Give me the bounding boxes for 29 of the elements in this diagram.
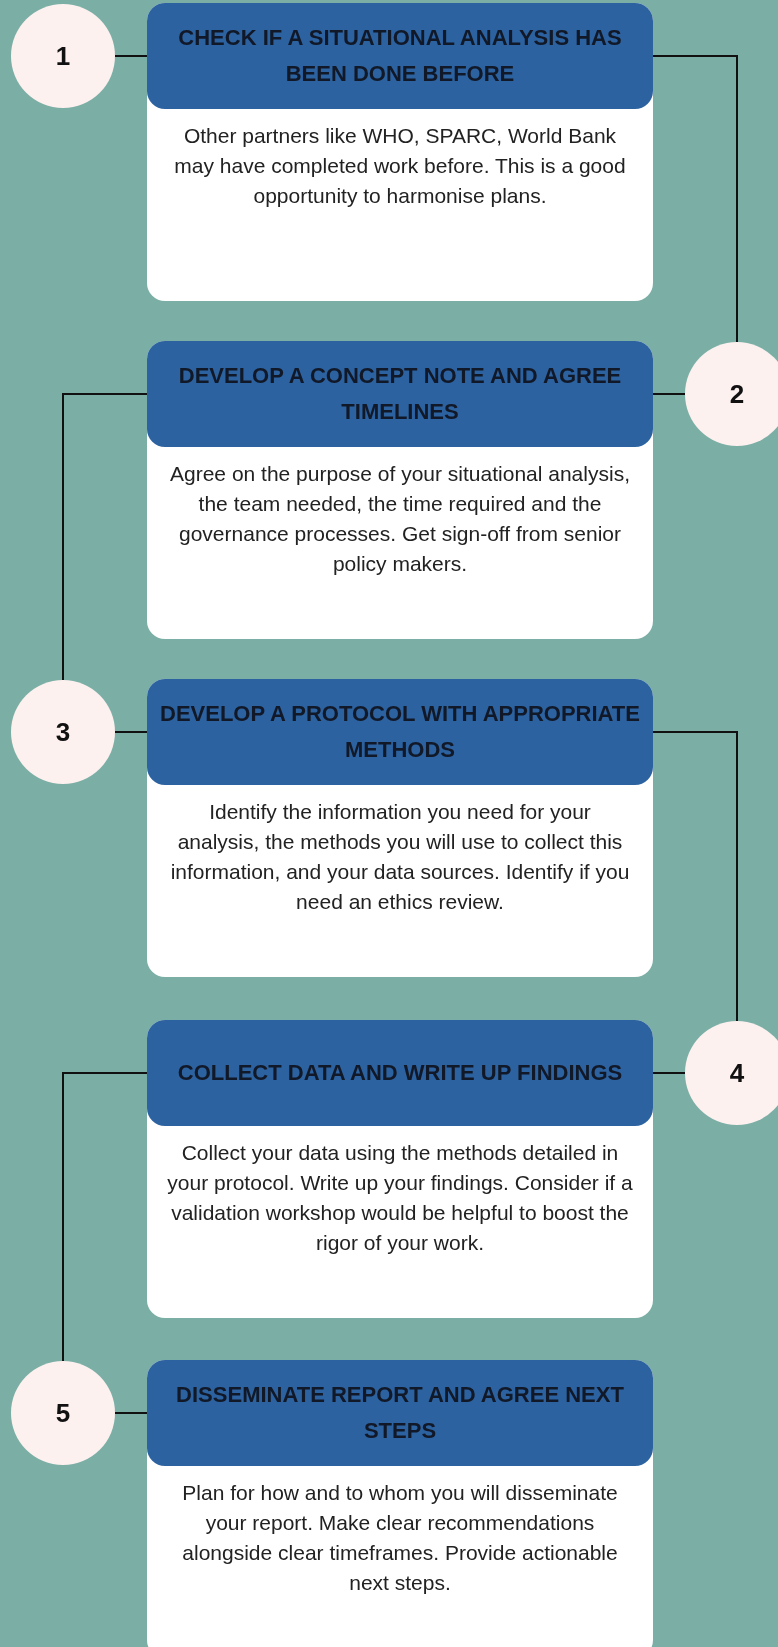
connector-line [652, 55, 738, 343]
step-card [147, 3, 653, 301]
connector-line [114, 731, 148, 733]
step-description: Plan for how and to whom you will disseminate your report. Make clear recommendations alongside clear timeframes. Provide actionable next steps. [181, 1480, 619, 1596]
step-number: 4 [729, 1056, 745, 1090]
connector-line [62, 393, 148, 681]
step-description: Other partners like WHO, SPARC, World Bank may have completed work before. This is a good opportunity to harmonise plans. [173, 123, 627, 209]
step-description: Agree on the purpose of your situational analysis, the team needed, the time required and the governance processes. Get sign-off from senior policy makers. [169, 461, 631, 577]
step-heading: DISSEMINATE REPORT AND AGREE NEXT STEPS [175, 1381, 625, 1445]
step-number: 3 [55, 715, 71, 749]
connector-line [114, 55, 148, 57]
step-heading: CHECK IF A SITUATIONAL ANALYSIS HAS BEEN DONE BEFORE [177, 24, 623, 88]
connector-line [652, 1072, 686, 1074]
step-heading: DEVELOP A PROTOCOL WITH APPROPRIATE METHODS [159, 700, 641, 764]
step-description: Collect your data using the methods detailed in your protocol. Write up your findings. Consider if a validation workshop would be helpful to boost the rigor of your work. [167, 1140, 633, 1256]
step-card [147, 1360, 653, 1647]
step-number: 2 [729, 377, 745, 411]
step-card [147, 341, 653, 639]
step-heading: DEVELOP A CONCEPT NOTE AND AGREE TIMELINES [177, 362, 623, 426]
step-description: Identify the information you need for your analysis, the methods you will use to collect this information, and your data sources. Identify if you need an ethics review. [169, 799, 631, 915]
step-number: 5 [55, 1396, 71, 1430]
step-heading: COLLECT DATA AND WRITE UP FINDINGS [177, 1059, 623, 1087]
step-card [147, 1020, 653, 1318]
connector-line [652, 731, 738, 1022]
connector-line [62, 1072, 148, 1362]
connector-line [114, 1412, 148, 1414]
step-number: 1 [55, 39, 71, 73]
step-card [147, 679, 653, 977]
connector-line [652, 393, 686, 395]
